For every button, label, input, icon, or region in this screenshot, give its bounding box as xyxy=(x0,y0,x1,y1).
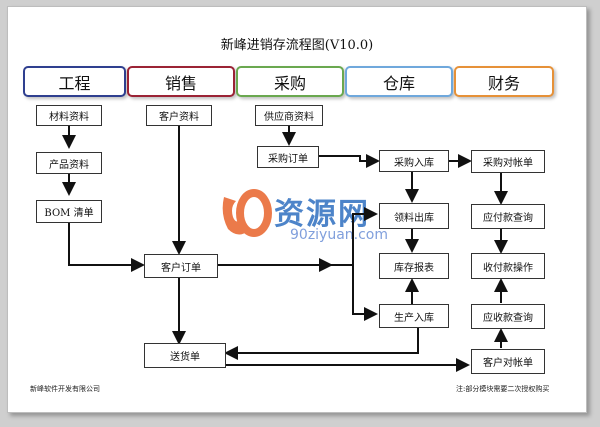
node-purchase-reconcile: 采购对帐单 xyxy=(471,150,545,173)
watermark-site: 90ziyuan.com xyxy=(290,227,389,243)
node-product: 产品资料 xyxy=(36,152,102,174)
dept-sales: 销售 xyxy=(127,66,235,97)
dept-warehouse: 仓库 xyxy=(345,66,453,97)
arrow-order-prodin xyxy=(352,265,378,321)
node-inventory-report: 库存报表 xyxy=(379,253,449,279)
node-production-in: 生产入库 xyxy=(379,304,449,328)
node-material-out: 领料出库 xyxy=(379,203,449,229)
node-material: 材料资料 xyxy=(36,105,102,126)
footer-note: 注:部分模块需要二次授权购买 xyxy=(456,385,550,393)
watermark-logo-icon xyxy=(222,189,272,237)
dept-engineering: 工程 xyxy=(23,66,126,97)
node-delivery: 送货单 xyxy=(144,343,226,368)
flow-connectors xyxy=(62,125,508,372)
node-customer-info: 客户资料 xyxy=(146,105,212,126)
node-bom: BOM 清单 xyxy=(36,200,102,223)
diagram-title: 新峰进销存流程图(V10.0) xyxy=(220,38,374,53)
arrow-order-out xyxy=(331,207,378,266)
arrow-bom-order xyxy=(68,223,145,272)
node-customer-order: 客户订单 xyxy=(144,254,218,278)
dept-finance: 财务 xyxy=(454,66,554,97)
footer-company: 新峰软件开发有限公司 xyxy=(30,385,100,393)
flowchart-sheet: 新峰进销存流程图(V10.0) 工程 销售 采购 仓库 财务 资源网 90ziy… xyxy=(7,6,587,413)
node-receivable-query: 应收款查询 xyxy=(471,304,545,329)
dept-purchasing: 采购 xyxy=(236,66,344,97)
arrow-po-purchasein xyxy=(319,154,380,168)
node-purchase-in: 采购入库 xyxy=(379,150,449,172)
node-customer-reconcile: 客户对帐单 xyxy=(471,349,545,374)
node-receive-payment: 收付款操作 xyxy=(471,253,545,279)
arrow-prodin-delivery xyxy=(224,328,419,360)
node-payable-query: 应付款查询 xyxy=(471,204,545,229)
node-purchase-order: 采购订单 xyxy=(257,146,319,168)
node-supplier-info: 供应商资料 xyxy=(255,105,323,126)
